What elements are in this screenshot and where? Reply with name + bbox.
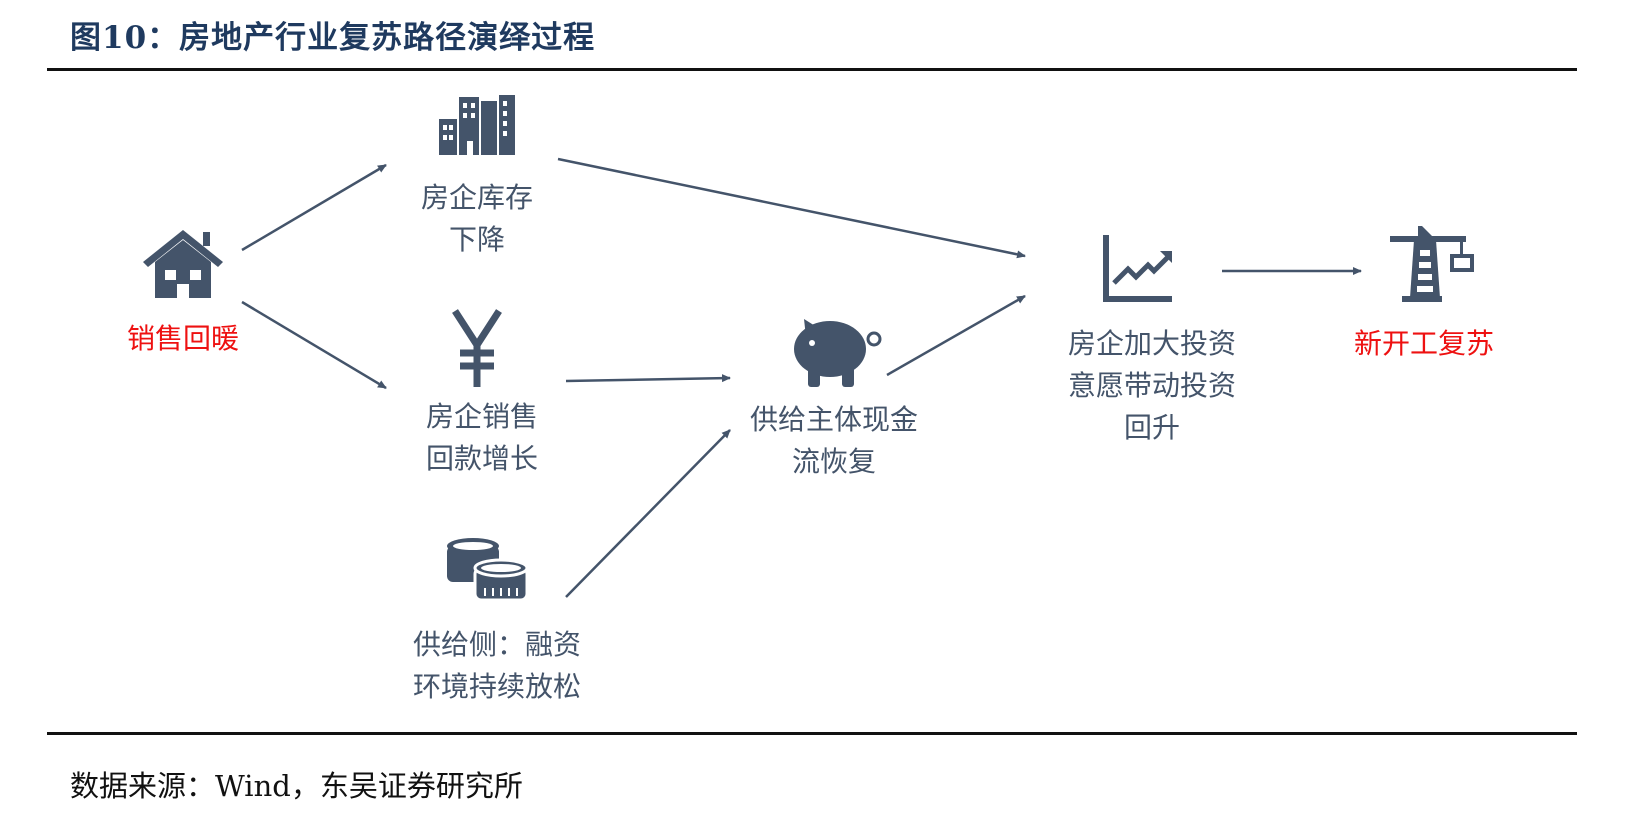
- arrow-financing-to-cashflow: [565, 429, 731, 598]
- node-inventory-line: 下降: [448, 223, 506, 256]
- bottom-rule: [47, 732, 1577, 735]
- node-financing-line: 环境持续放松: [412, 670, 582, 703]
- yen-icon: [452, 309, 502, 387]
- arrow-collection-to-cashflow: [565, 374, 731, 383]
- node-construction-line: 新开工复苏: [1353, 327, 1495, 360]
- node-financing: 供给侧：融资 环境持续放松: [413, 624, 581, 708]
- piggy-bank-icon: [794, 319, 882, 387]
- node-financing-line: 供给侧：融资: [412, 628, 582, 661]
- node-collection: 房企销售 回款增长: [426, 396, 538, 480]
- node-investment-line: 回升: [1123, 411, 1181, 444]
- node-construction: 新开工复苏: [1354, 323, 1494, 365]
- growth-chart-icon: [1103, 235, 1172, 302]
- buildings-icon: [439, 95, 515, 155]
- coins-icon: [447, 538, 529, 602]
- node-cashflow-line: 流恢复: [791, 445, 877, 478]
- source-note: 数据来源：Wind，东吴证券研究所: [70, 769, 523, 803]
- arrow-sales-to-collection: [241, 300, 387, 390]
- arrow-cashflow-to-investment: [886, 294, 1026, 377]
- arrow-sales-to-inventory: [241, 163, 387, 252]
- node-cashflow: 供给主体现金 流恢复: [750, 399, 918, 483]
- node-investment: 房企加大投资 意愿带动投资 回升: [1068, 323, 1236, 449]
- node-sales: 销售回暖: [127, 318, 239, 360]
- crane-icon: [1390, 226, 1474, 302]
- house-icon: [143, 230, 223, 298]
- arrow-inventory-to-investment: [557, 157, 1026, 259]
- node-inventory-line: 房企库存: [420, 181, 534, 214]
- node-inventory: 房企库存 下降: [421, 177, 533, 261]
- node-cashflow-line: 供给主体现金: [749, 403, 919, 436]
- node-collection-line: 房企销售: [425, 400, 539, 433]
- node-investment-line: 意愿带动投资: [1067, 369, 1237, 402]
- node-collection-line: 回款增长: [425, 442, 539, 475]
- figure-title: 图10：房地产行业复苏路径演绎过程: [70, 20, 596, 56]
- node-investment-line: 房企加大投资: [1067, 327, 1237, 360]
- top-rule: [47, 68, 1577, 71]
- node-sales-line: 销售回暖: [126, 322, 240, 355]
